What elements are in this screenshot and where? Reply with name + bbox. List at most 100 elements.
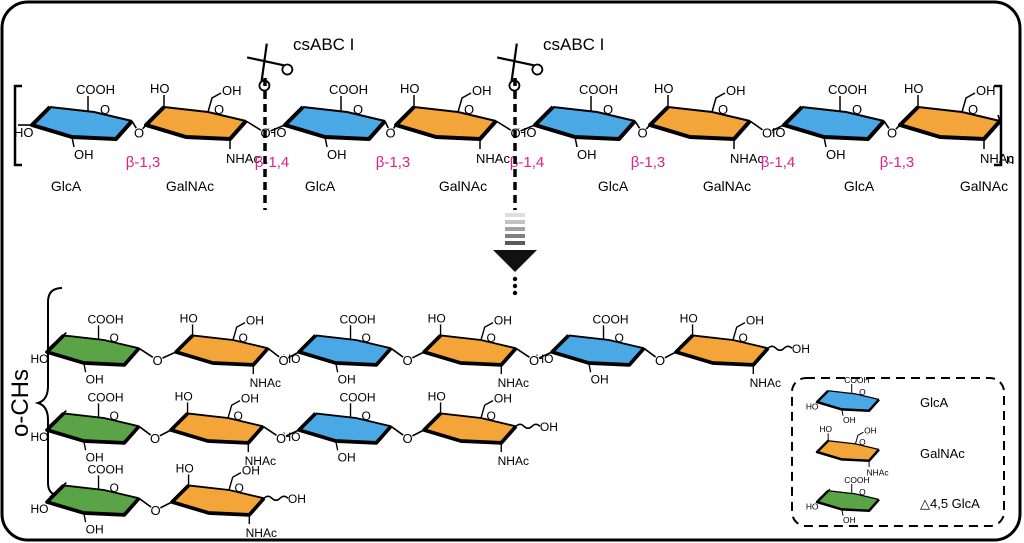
c4-hydroxyl: HO [428, 390, 446, 404]
digestion-arrow [493, 213, 537, 296]
c4-hydroxyl: HO [517, 125, 537, 140]
ring-oxygen: O [852, 102, 862, 117]
c6-hydroxyl: OH [726, 83, 746, 98]
ring-front-edge [169, 412, 265, 445]
ring-back-edge [49, 106, 133, 122]
linkage-label-6: β-1,4 [761, 154, 795, 171]
c6-hydroxyl: OH [242, 463, 260, 477]
linkage-label-4: β-1,4 [510, 154, 544, 171]
glycosidic-link-7-oxygen-bg [886, 127, 898, 139]
c6-hydroxyl: OH [494, 313, 512, 327]
c2-bond [335, 440, 339, 451]
blade-1 [510, 43, 518, 82]
c2-hydroxyl: OH [327, 147, 347, 162]
ellipsis-dot-2 [512, 283, 518, 289]
c6-bond [228, 471, 242, 491]
repeat-brackets: n [13, 84, 1014, 168]
product-3-link-1-oxygen-bg [150, 504, 161, 516]
c2-bond [83, 512, 87, 523]
ellipsis-dot-1 [512, 276, 518, 282]
ring-oxygen: O [968, 102, 978, 117]
ring-front-edge [144, 105, 248, 141]
cut-site-2: csABC I [496, 35, 604, 210]
arrow-dash-2 [505, 220, 525, 224]
c2-bond [841, 409, 844, 416]
c6-hydroxyl: OH [222, 83, 242, 98]
ring-oxygen: O [110, 481, 119, 495]
c6-bond [227, 399, 241, 419]
unit-label-5: GlcA [598, 178, 629, 194]
enzyme-label: csABC I [293, 35, 354, 54]
carboxyl-group: COOH [339, 390, 375, 404]
blade-1 [260, 43, 268, 82]
carboxyl-group: COOH [579, 82, 618, 97]
scissors-icon [496, 43, 544, 92]
carboxyl-group: COOH [828, 82, 867, 97]
product-1-link-4-oxygen: O [529, 353, 539, 368]
c2-hydroxyl: OH [86, 372, 104, 386]
glycosidic-link-3-oxygen: O [385, 126, 395, 141]
glycosidic-link-5-oxygen: O [637, 126, 647, 141]
ring-front-edge [45, 412, 141, 445]
c4-hydroxyl: HO [806, 501, 819, 511]
ring-back-edge [552, 106, 636, 122]
anomeric-wavy-bond [263, 495, 289, 502]
ring-front-edge [422, 412, 518, 445]
c2-acetamido: NHAc [250, 376, 281, 390]
c2-hydroxyl: OH [86, 522, 104, 536]
linkage-label-1: β-1,3 [126, 154, 160, 171]
legend-label-delta-glca: △4,5 GlcA [920, 496, 980, 511]
c6-hydroxyl: OH [976, 83, 996, 98]
ring-back-edge [828, 490, 880, 501]
ring-oxygen: O [214, 102, 224, 117]
double-bond [818, 488, 831, 500]
c4-hydroxyl: HO [654, 81, 674, 96]
glycosidic-link-7-oxygen: O [887, 126, 897, 141]
c2-hydroxyl: OH [843, 415, 856, 425]
ring-oxygen: O [859, 487, 866, 497]
c4-hydroxyl: HO [150, 81, 170, 96]
c6-bond [732, 321, 746, 341]
c2-acetamido: NHAc [226, 151, 260, 166]
c6-bond [711, 92, 726, 113]
c2-hydroxyl: OH [86, 450, 104, 464]
ring-back-edge [315, 334, 392, 350]
c2-acetamido: NHAc [498, 376, 529, 390]
ring-oxygen: O [487, 331, 496, 345]
c4-hydroxyl: HO [14, 125, 34, 140]
c6-hydroxyl: OH [864, 425, 877, 435]
c2-hydroxyl: OH [826, 147, 846, 162]
ring-oxygen: O [353, 102, 363, 117]
product-1-link-5-oxygen: O [655, 353, 665, 368]
anomeric-hydroxyl: OH [792, 342, 810, 356]
glycosidic-link-5-oxygen-bg [637, 127, 648, 139]
ring-oxygen: O [859, 437, 866, 447]
carboxyl-group: COOH [87, 462, 123, 476]
c4-hydroxyl: HO [30, 502, 48, 516]
ring-oxygen: O [100, 102, 110, 117]
c6-bond [480, 399, 494, 419]
anomeric-hydroxyl: OH [288, 492, 306, 506]
carboxyl-group: COOH [592, 312, 628, 326]
c4-hydroxyl: HO [680, 312, 698, 326]
unit-label-2: GalNAc [166, 178, 214, 194]
ring-front-edge [815, 489, 880, 512]
cut-site-1: csABC I [246, 35, 354, 210]
products-brace [34, 287, 63, 497]
c2-acetamido: NHAc [750, 376, 781, 390]
arrow-dash-5 [505, 241, 525, 245]
repeat-subscript: n [1006, 151, 1014, 168]
ring-back-edge [828, 390, 880, 401]
